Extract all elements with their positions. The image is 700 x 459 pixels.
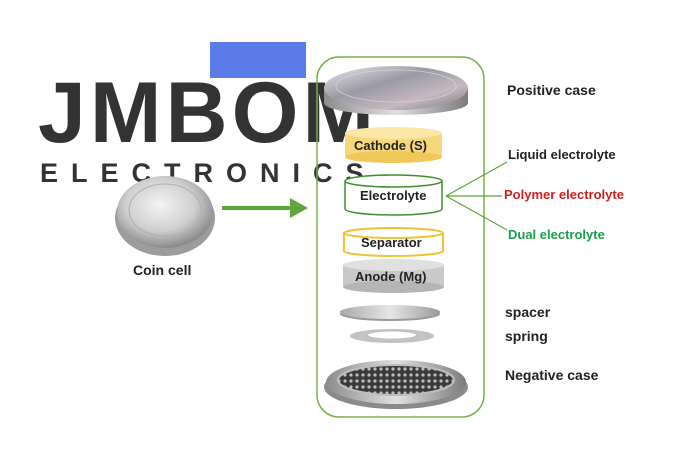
electrolyte-label: Electrolyte: [360, 188, 427, 203]
arrow-right-icon: [222, 198, 308, 218]
logo-subtitle: ELECTRONICS: [40, 158, 377, 188]
electrolyte-type-connectors: [445, 161, 508, 231]
spacer-label: spacer: [505, 304, 551, 320]
coin-cell-label: Coin cell: [133, 262, 192, 278]
liquid-electrolyte-label: Liquid electrolyte: [508, 147, 616, 162]
dual-electrolyte-label: Dual electrolyte: [508, 227, 605, 242]
logo-wordmark: JMBOM: [38, 65, 379, 161]
cathode-layer: [345, 127, 442, 163]
anode-layer: [343, 259, 444, 293]
separator-layer: [343, 227, 444, 257]
spring-image: [350, 329, 434, 343]
spacer-image: [340, 305, 440, 321]
separator-label: Separator: [361, 235, 422, 250]
cathode-label: Cathode (S): [354, 138, 427, 153]
positive-case-image: [324, 66, 468, 115]
spring-label: spring: [505, 328, 548, 344]
negative-case-image: [324, 360, 468, 409]
positive-case-label: Positive case: [507, 82, 596, 98]
anode-label: Anode (Mg): [355, 269, 427, 284]
polymer-electrolyte-label: Polymer electrolyte: [504, 187, 624, 202]
logo-accent-block: [210, 42, 306, 78]
stack-frame: [316, 56, 485, 418]
coin-cell-image: [115, 176, 215, 256]
electrolyte-layer: [344, 174, 443, 216]
negative-case-label: Negative case: [505, 367, 599, 383]
